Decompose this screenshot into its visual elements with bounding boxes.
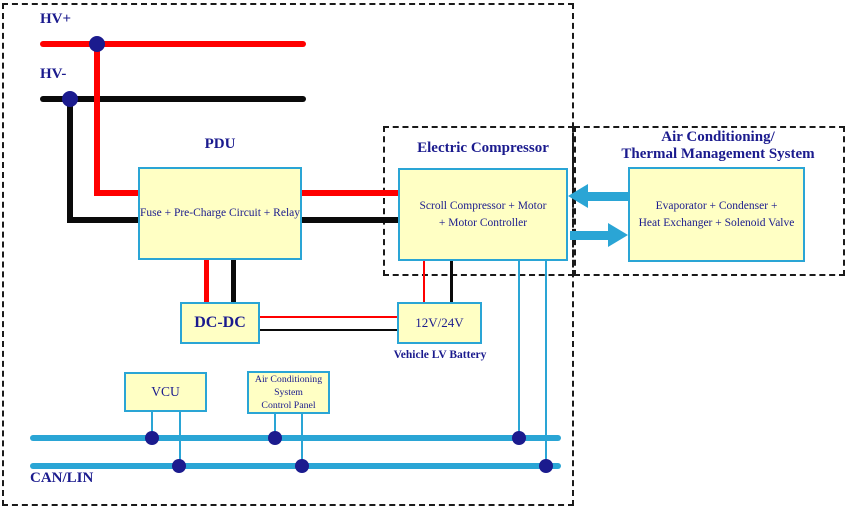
panel-lin-junction-dot [295, 459, 309, 473]
compressor-to-ac-arrowhead-icon [608, 223, 628, 247]
vcu-lin-junction-dot [172, 459, 186, 473]
hv-minus-bus-line [40, 96, 306, 102]
dcdc-to-battery-positive-line [258, 316, 399, 318]
ac-control-panel-line3: Control Panel [261, 400, 316, 412]
vehicle-lv-battery-label: Vehicle LV Battery [393, 349, 487, 361]
ac-thermal-system-title-line2: Thermal Management System [621, 145, 815, 162]
ac-system-content-line1: Evaporator + Condenser + [655, 200, 778, 213]
panel-can-junction-dot [268, 431, 282, 445]
dcdc-converter-block: DC-DC [180, 302, 260, 344]
pdu-to-dcdc-positive-line [204, 258, 209, 304]
pdu-block: Fuse + Pre-Charge Circuit + Relay [138, 167, 302, 260]
ac-to-compressor-arrow-shaft [588, 192, 628, 201]
pdu-content: Fuse + Pre-Charge Circuit + Relay [140, 207, 300, 220]
electric-compressor-title: Electric Compressor [417, 140, 549, 156]
pdu-to-dcdc-negative-line [231, 258, 236, 304]
ac-control-panel-line2: System [274, 386, 303, 398]
vcu-can-junction-dot [145, 431, 159, 445]
pdu-to-compressor-hv-plus-line [300, 190, 400, 196]
compressor-can-line [518, 259, 520, 440]
hv-plus-feeder-vertical [94, 44, 100, 194]
hv-plus-feeder-horizontal [94, 190, 140, 196]
hv-minus-junction-dot [62, 91, 78, 107]
can-lin-label: CAN/LIN [30, 470, 94, 486]
compressor-lin-line [545, 259, 547, 468]
compressor-can-junction-dot [512, 431, 526, 445]
ac-thermal-system-title-line1: Air Conditioning/ [661, 129, 775, 145]
dcdc-to-battery-negative-line [258, 329, 399, 331]
hv-plus-bus-line [40, 41, 306, 47]
can-bus-line [30, 435, 561, 441]
ac-control-panel-block: Air Conditioning System Control Panel [247, 371, 330, 414]
compressor-to-ac-arrow-shaft [570, 231, 608, 240]
ac-thermal-system-title: Air Conditioning/ Thermal Management Sys… [598, 129, 838, 162]
ac-system-content-line2: Heat Exchanger + Solenoid Valve [638, 216, 795, 229]
ac-to-compressor-arrowhead-icon [568, 184, 588, 208]
compressor-to-battery-negative-line [450, 259, 453, 303]
hv-plus-label: HV+ [40, 11, 72, 27]
vcu-block: VCU [124, 372, 207, 412]
hv-minus-label: HV- [40, 66, 67, 82]
pdu-title: PDU [204, 136, 236, 152]
pdu-to-compressor-hv-minus-line [300, 217, 400, 223]
lv-battery-block: 12V/24V [397, 302, 482, 344]
vcu-can-stub [151, 411, 153, 439]
panel-can-stub [274, 413, 276, 439]
ac-control-panel-line1: Air Conditioning [254, 373, 323, 385]
compressor-content-line2: + Motor Controller [438, 216, 528, 229]
hv-minus-feeder-vertical [67, 99, 73, 223]
compressor-lin-junction-dot [539, 459, 553, 473]
compressor-to-battery-positive-line [423, 259, 425, 303]
compressor-content-line1: Scroll Compressor + Motor [419, 200, 547, 213]
ac-thermal-system-block: Evaporator + Condenser + Heat Exchanger … [628, 167, 805, 262]
hv-minus-feeder-horizontal [67, 217, 140, 223]
electric-compressor-block: Scroll Compressor + Motor + Motor Contro… [398, 168, 568, 261]
hv-plus-junction-dot [89, 36, 105, 52]
